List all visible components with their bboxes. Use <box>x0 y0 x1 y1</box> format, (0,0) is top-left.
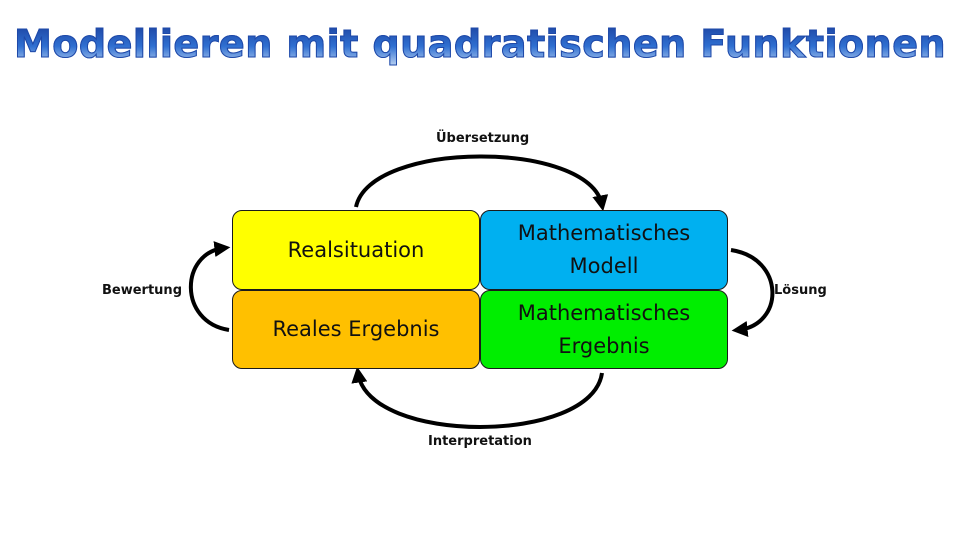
label-uebersetzung: Übersetzung <box>436 131 530 146</box>
box-mathematisches-ergebnis: Mathematisches Ergebnis <box>480 290 728 369</box>
box-reales-ergebnis: Reales Ergebnis <box>232 290 480 369</box>
box-mathematisches-modell-label: Mathematisches Modell <box>517 221 691 278</box>
box-mathematisches-modell: Mathematisches Modell <box>480 210 728 290</box>
label-interpretation: Interpretation <box>428 434 532 449</box>
label-bewertung: Bewertung <box>102 283 182 298</box>
box-reales-ergebnis-label: Reales Ergebnis <box>272 317 440 342</box>
label-loesung: Lösung <box>774 283 827 298</box>
arrow-loesung <box>730 248 775 337</box>
arrow-interpretation <box>351 366 604 429</box>
slide-title: Modellieren mit quadratischen Funktionen <box>13 22 947 67</box>
box-realsituation-label: Realsituation <box>287 237 425 262</box>
box-mathematisches-ergebnis-label: Mathematisches Ergebnis <box>517 300 691 358</box>
arrow-bewertung <box>188 241 231 332</box>
box-realsituation: Realsituation <box>232 210 480 290</box>
title-container: Modellieren mit quadratischen Funktionen <box>0 22 960 67</box>
arrow-uebersetzung <box>354 154 609 212</box>
